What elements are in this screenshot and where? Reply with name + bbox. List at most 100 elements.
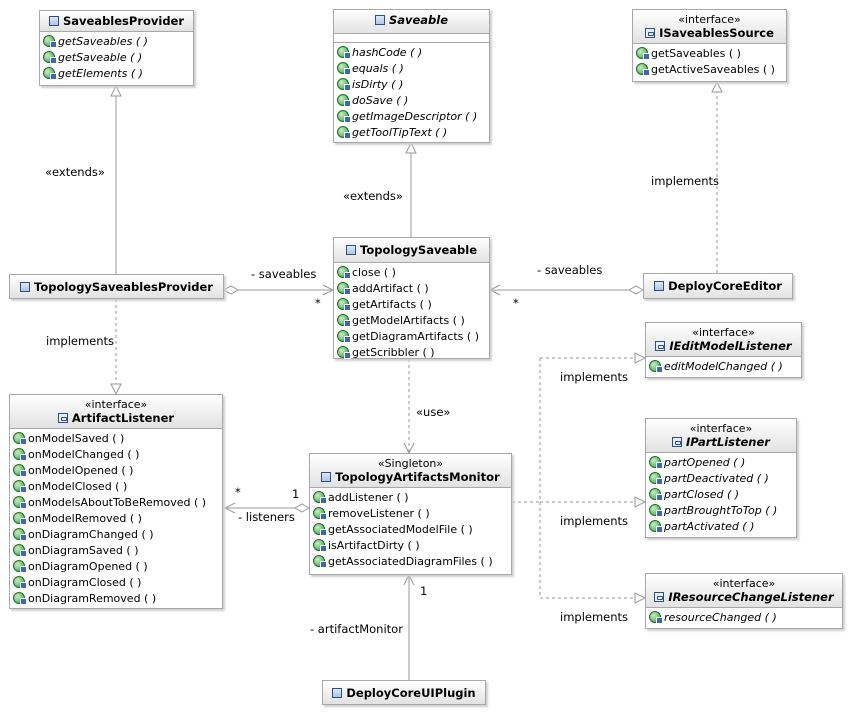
operation[interactable]: onDiagramRemoved ( ) (13, 591, 219, 607)
interface-ipart-listener[interactable]: «interface» IPartListener partOpened ( )… (645, 418, 797, 538)
operation[interactable]: onModelSaved ( ) (13, 431, 219, 447)
operation[interactable]: addListener ( ) (313, 490, 508, 506)
operation[interactable]: getDiagramArtifacts ( ) (337, 329, 486, 345)
method-icon (13, 432, 27, 445)
operation[interactable]: addArtifact ( ) (337, 281, 486, 297)
stereotype: «interface» (678, 13, 741, 26)
operation[interactable]: resourceChanged ( ) (649, 610, 839, 626)
operation[interactable]: onModelOpened ( ) (13, 463, 219, 479)
use-label: «use» (416, 405, 451, 419)
operation[interactable]: close ( ) (337, 265, 486, 281)
method-icon (337, 282, 351, 295)
abstract-method-icon (337, 126, 351, 139)
operation[interactable]: getAssociatedModelFile ( ) (313, 522, 508, 538)
operation[interactable]: partDeactivated ( ) (649, 471, 793, 487)
operation[interactable]: removeListener ( ) (313, 506, 508, 522)
method-icon (636, 47, 650, 60)
class-header: «interface» IPartListener (646, 419, 796, 453)
operation[interactable]: getSaveable ( ) (43, 50, 190, 66)
class-topology-saveables-provider[interactable]: TopologySaveablesProvider (9, 274, 224, 299)
interface-iedit-model-listener[interactable]: «interface» IEditModelListener editModel… (645, 322, 802, 378)
class-header: «interface» IResourceChangeListener (646, 574, 842, 608)
stereotype: «interface» (689, 422, 753, 435)
operations-list: onModelSaved ( ) onModelChanged ( ) onMo… (10, 429, 222, 609)
operation[interactable]: hashCode ( ) (337, 45, 486, 61)
listeners-label: - listeners (238, 510, 295, 524)
class-header: «Singleton» TopologyArtifactsMonitor (310, 454, 511, 488)
method-icon (337, 314, 351, 327)
interface-icon (654, 592, 665, 602)
stereotype: «interface» (84, 398, 148, 411)
class-name: IResourceChangeListener (654, 590, 834, 604)
class-deploy-core-editor[interactable]: DeployCoreEditor (643, 273, 793, 299)
abstract-method-icon (649, 472, 663, 485)
class-header: «interface» ArtifactListener (10, 395, 222, 429)
operations-list: addListener ( ) removeListener ( ) getAs… (310, 488, 511, 572)
operation[interactable]: getElements ( ) (43, 66, 190, 82)
abstract-method-icon (337, 46, 351, 59)
extends-label-provider: «extends» (45, 165, 105, 179)
operation[interactable]: onDiagramOpened ( ) (13, 559, 219, 575)
class-icon (374, 15, 385, 25)
abstract-method-icon (649, 456, 663, 469)
class-header: TopologySaveablesProvider (10, 275, 223, 298)
interface-icon (57, 413, 68, 423)
operation[interactable]: equals ( ) (337, 61, 486, 77)
operation[interactable]: partBroughtToTop ( ) (649, 503, 793, 519)
operation[interactable]: getImageDescriptor ( ) (337, 109, 486, 125)
operations-list: hashCode ( ) equals ( ) isDirty ( ) doSa… (334, 43, 489, 143)
class-name: SaveablesProvider (48, 14, 184, 28)
operation[interactable]: onDiagramChanged ( ) (13, 527, 219, 543)
abstract-method-icon (337, 78, 351, 91)
operation[interactable]: getScribbler ( ) (337, 345, 486, 361)
operation[interactable]: onModelRemoved ( ) (13, 511, 219, 527)
operation[interactable]: editModelChanged ( ) (649, 359, 798, 375)
class-icon (20, 282, 30, 292)
class-saveables-provider[interactable]: SaveablesProvider getSaveables ( ) getSa… (39, 10, 194, 86)
class-header: DeployCoreEditor (644, 274, 792, 298)
operation[interactable]: getModelArtifacts ( ) (337, 313, 486, 329)
operation[interactable]: onModelClosed ( ) (13, 479, 219, 495)
interface-isaveables-source[interactable]: «interface» ISaveablesSource getSaveable… (632, 9, 787, 82)
operation[interactable]: getSaveables ( ) (43, 34, 190, 50)
class-topology-saveable[interactable]: TopologySaveable close ( ) addArtifact (… (333, 237, 490, 359)
implements-connector-interfaces (512, 357, 644, 599)
operation[interactable]: isArtifactDirty ( ) (313, 538, 508, 554)
abstract-method-icon (337, 110, 351, 123)
operation[interactable]: getArtifacts ( ) (337, 297, 486, 313)
method-icon (313, 507, 327, 520)
operation[interactable]: getAssociatedDiagramFiles ( ) (313, 554, 508, 570)
operation[interactable]: onModelsAboutToBeRemoved ( ) (13, 495, 219, 511)
operation[interactable]: partClosed ( ) (649, 487, 793, 503)
interface-iresource-change-listener[interactable]: «interface» IResourceChangeListener reso… (645, 573, 843, 629)
method-icon (313, 555, 327, 568)
implements-label-edit-model: implements (560, 370, 629, 384)
method-icon (13, 448, 27, 461)
operations-list: close ( ) addArtifact ( ) getArtifacts (… (334, 263, 489, 363)
multiplicity-one-listeners: 1 (292, 487, 300, 501)
operation[interactable]: getToolTipText ( ) (337, 125, 486, 141)
operation[interactable]: doSave ( ) (337, 93, 486, 109)
interface-artifact-listener[interactable]: «interface» ArtifactListener onModelSave… (9, 394, 223, 609)
multiplicity-one-monitor: 1 (420, 584, 428, 598)
class-header: Saveable (334, 10, 489, 34)
operation[interactable]: getSaveables ( ) (636, 46, 783, 62)
method-icon (13, 528, 27, 541)
operation[interactable]: onDiagramClosed ( ) (13, 575, 219, 591)
class-topology-artifacts-monitor[interactable]: «Singleton» TopologyArtifactsMonitor add… (309, 453, 512, 575)
class-saveable[interactable]: Saveable hashCode ( ) equals ( ) isDirty… (333, 9, 490, 143)
operation[interactable]: getActiveSaveables ( ) (636, 62, 783, 78)
operation[interactable]: partOpened ( ) (649, 455, 793, 471)
operation[interactable]: onDiagramSaved ( ) (13, 543, 219, 559)
operation[interactable]: isDirty ( ) (337, 77, 486, 93)
operation[interactable]: partActivated ( ) (649, 519, 793, 535)
method-icon (337, 266, 351, 279)
abstract-method-icon (337, 94, 351, 107)
stereotype: «Singleton» (377, 457, 444, 470)
class-deploy-core-ui-plugin[interactable]: DeployCoreUIPlugin (322, 680, 486, 705)
class-name: DeployCoreEditor (654, 279, 782, 293)
operation[interactable]: onModelChanged ( ) (13, 447, 219, 463)
stereotype: «interface» (712, 577, 776, 590)
